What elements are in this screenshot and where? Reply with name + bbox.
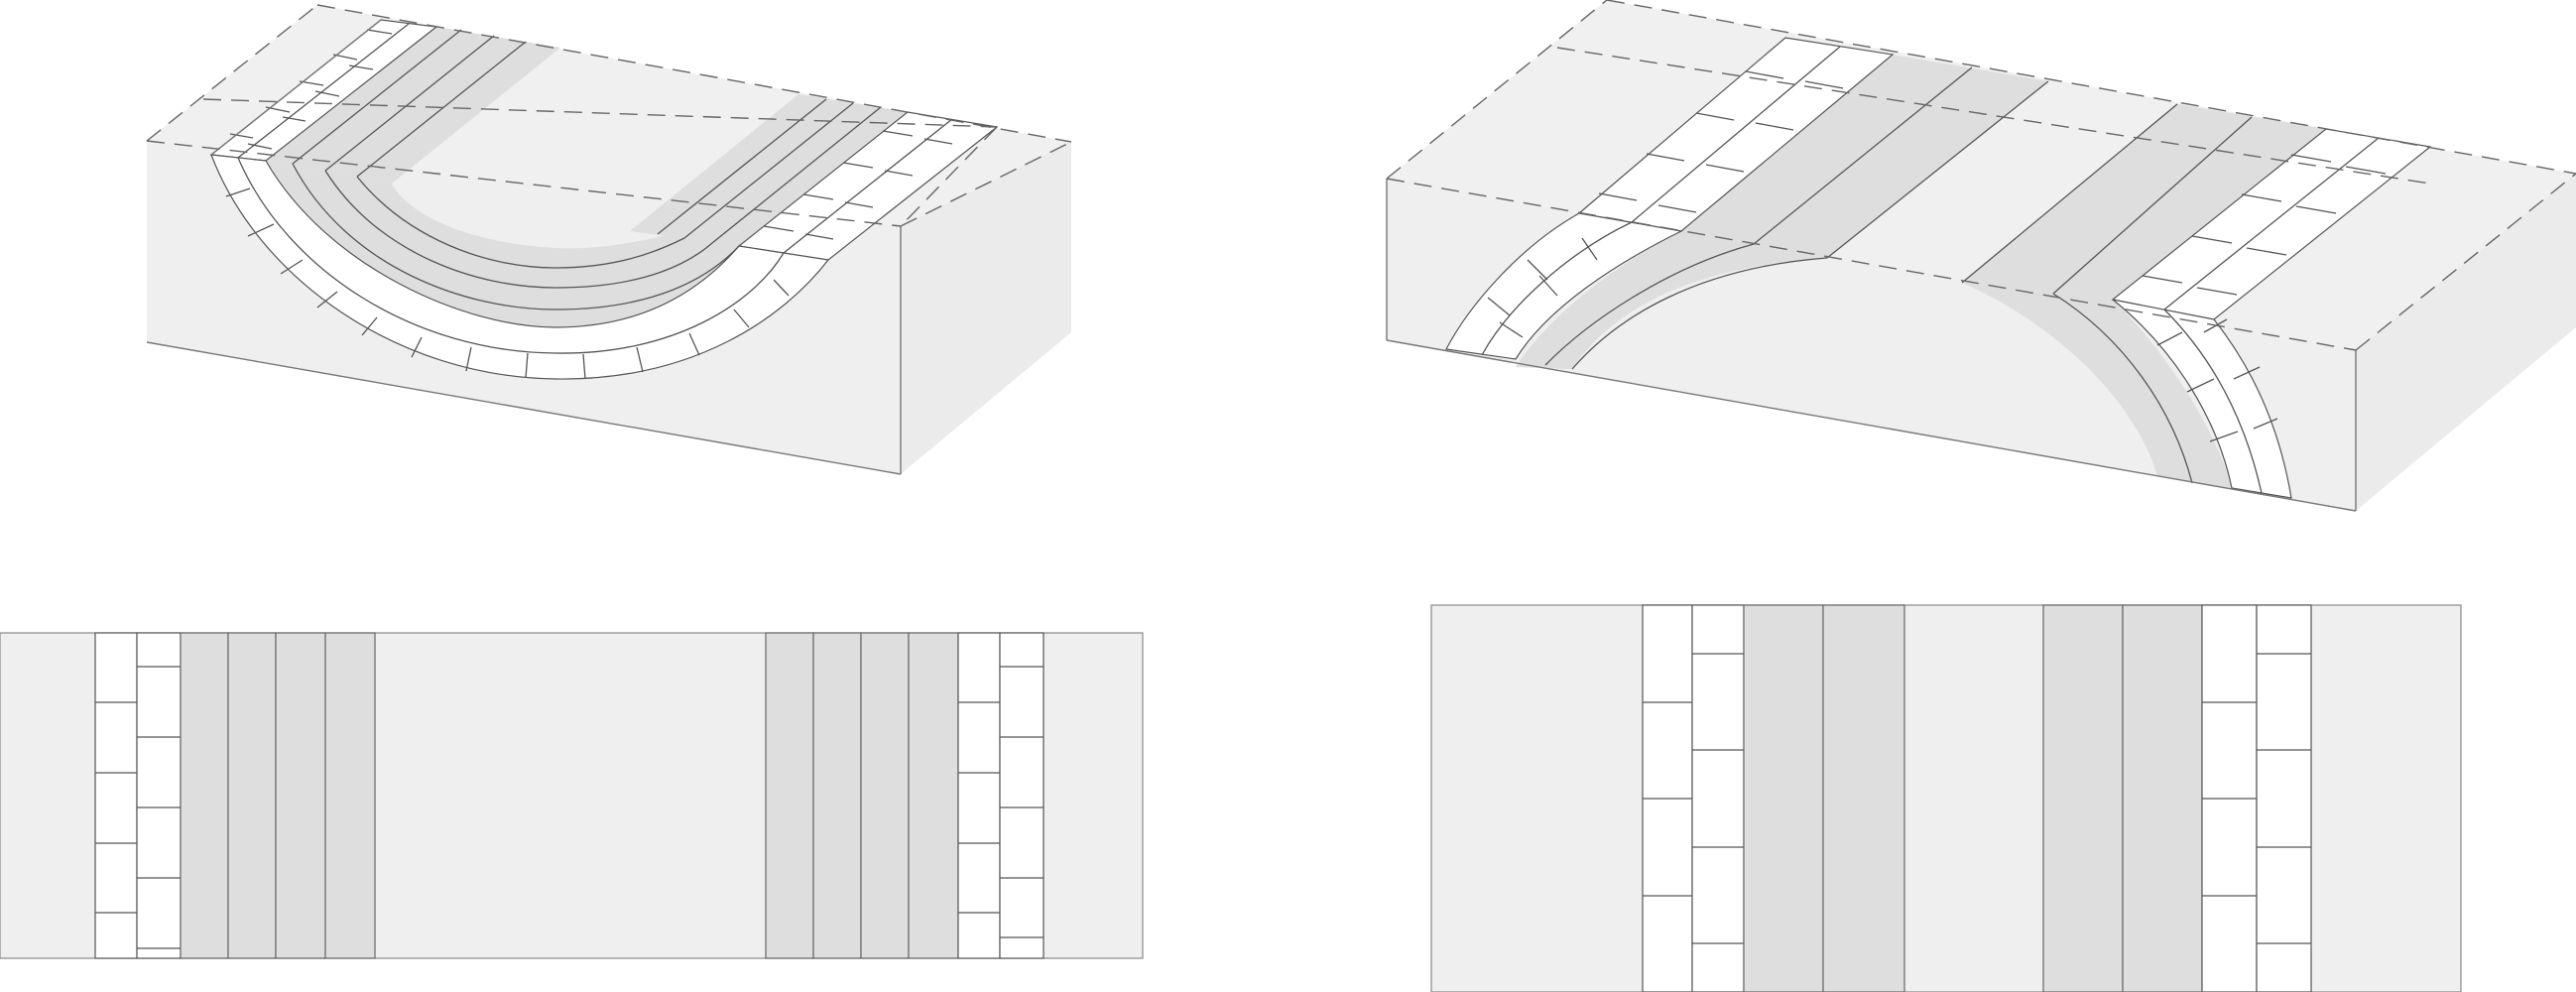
syncline-map-shale-3 [275,632,326,959]
anticline-map-limestone-4 [2256,604,2312,992]
syncline-block-diagram [146,4,1072,475]
anticline-right-limb-shale [1962,104,2326,300]
syncline-map-shale-7 [860,632,910,959]
anticline-map-shale-2 [1822,604,1905,992]
syncline-map-shale-5 [765,632,814,959]
anticline-map-shale-3 [2042,604,2124,992]
anticline-map-limestone-2 [1691,604,1745,992]
syncline-fold-limestone [210,154,830,380]
anticline-map-shale-4 [2122,604,2203,992]
syncline-map-view [0,632,1144,959]
anticline-left-limb-shale [1681,55,2048,258]
syncline-layer-line-2 [324,170,713,289]
anticline-side-face [2356,174,2576,511]
anticline-right-fold-shale [1962,283,2232,488]
anticline-map-shale-1 [1743,604,1824,992]
syncline-map-limestone-1 [94,632,138,959]
anticline-map-view [1430,604,2462,992]
syncline-side-face [901,142,1071,474]
syncline-left-limb-shale [266,27,560,184]
syncline-map-shale-4 [324,632,376,959]
anticline-right-fold-limestone [2112,299,2292,499]
syncline-fold-shale [266,161,754,327]
anticline-fold-shale [1516,231,1827,369]
syncline-map-limestone-2 [136,632,182,959]
syncline-layer-line-1 [292,163,740,310]
syncline-map-shale-2 [227,632,277,959]
syncline-map-limestone-3 [957,632,1001,959]
syncline-map-shale-6 [812,632,862,959]
syncline-map-shale-1 [180,632,229,959]
syncline-map-shale-8 [908,632,959,959]
syncline-map-limestone-4 [999,632,1044,959]
syncline-layer-line-3 [356,176,685,269]
anticline-left-fold-limestone [1445,212,1683,360]
anticline-block-diagram [1386,0,2576,512]
